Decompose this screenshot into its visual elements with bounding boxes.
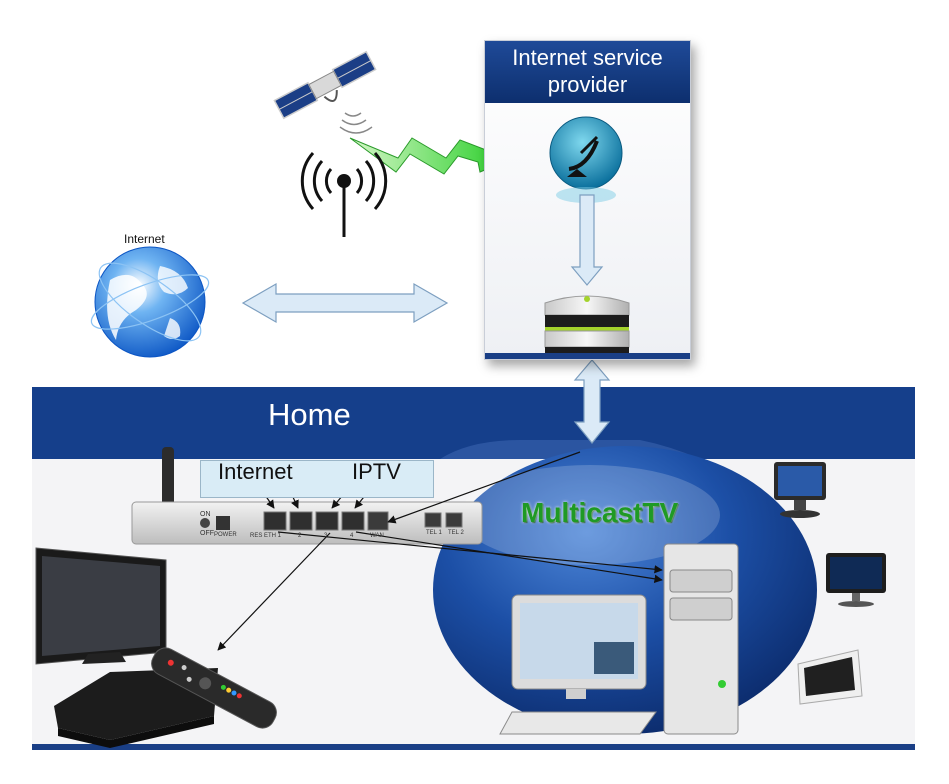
remote-icon xyxy=(151,647,277,729)
multicast-label: MulticastTV xyxy=(521,497,679,528)
isp-home-arrow xyxy=(573,359,611,444)
server-icon xyxy=(544,295,630,353)
port2-label: 2 xyxy=(298,533,302,539)
wan-label: WAN xyxy=(370,533,384,539)
dish-server-arrow xyxy=(570,194,604,286)
internet-label: Internet xyxy=(124,232,165,246)
tv-icon xyxy=(35,547,167,665)
switch-on-label: ON xyxy=(200,511,211,518)
monitor-icon xyxy=(774,462,826,518)
tel1-label: TEL 1 xyxy=(426,530,442,536)
power-label: POWER xyxy=(214,532,237,538)
home-title: Home xyxy=(268,397,351,432)
res-label: RES ETH 1 xyxy=(250,533,282,539)
router-icon xyxy=(131,447,483,545)
switch-off-label: OFF xyxy=(200,530,214,537)
isp-panel: Internet service provider xyxy=(484,40,691,360)
satellite-icon xyxy=(273,50,377,120)
monitor-icon-3 xyxy=(797,649,863,705)
port-label-iptv: IPTV xyxy=(352,459,401,484)
isp-title-line2: provider xyxy=(547,72,628,97)
port-label-internet: Internet xyxy=(218,459,293,484)
port3-label: 3 xyxy=(324,533,328,539)
isp-header: Internet service provider xyxy=(485,41,690,103)
monitor-icon-2 xyxy=(826,553,886,607)
isp-footer xyxy=(485,353,690,359)
settop-box-icon xyxy=(54,668,218,748)
satellite-dish-icon xyxy=(549,116,623,203)
globe-icon xyxy=(90,246,210,358)
port-label-box xyxy=(200,460,434,498)
tel2-label: TEL 2 xyxy=(448,530,464,536)
globe-isp-arrow xyxy=(241,282,449,324)
radio-tower-icon xyxy=(300,152,388,237)
signal-zap xyxy=(349,137,505,175)
desktop-pc-icon xyxy=(499,543,739,735)
port4-label: 4 xyxy=(350,533,354,539)
isp-title-line1: Internet service xyxy=(512,45,663,70)
